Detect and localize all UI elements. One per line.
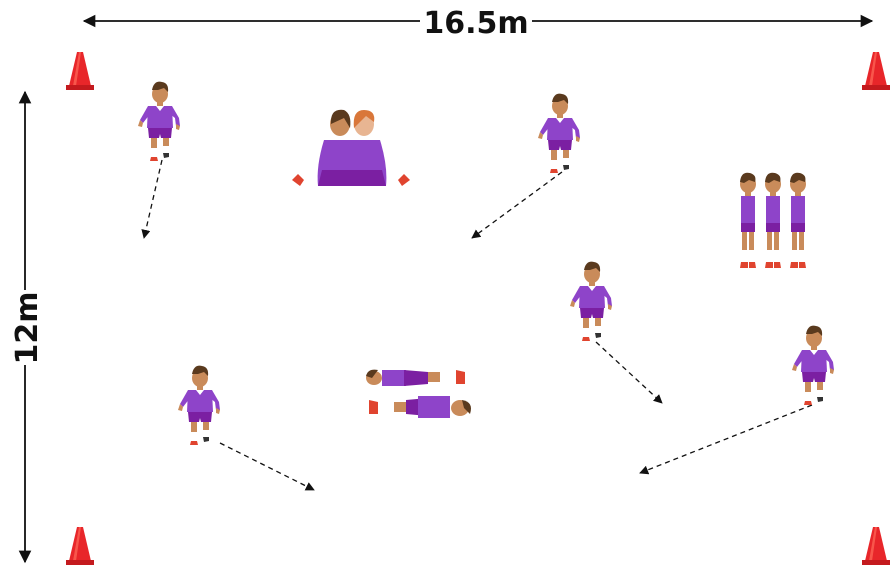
player-icon xyxy=(765,172,781,268)
player-icon xyxy=(790,172,806,268)
run-arrow xyxy=(595,341,663,404)
cone-icon xyxy=(66,527,94,565)
height-label: 12m xyxy=(10,291,45,364)
lying-player-bottom xyxy=(369,396,471,418)
run-arrow xyxy=(471,171,563,239)
movement-arrows xyxy=(141,159,813,491)
cone-icon xyxy=(66,52,94,90)
seated-pair xyxy=(292,109,410,188)
run-arrow xyxy=(219,442,315,491)
width-label: 16.5m xyxy=(423,6,528,41)
height-dimension: 12m xyxy=(10,90,45,564)
cone-icon xyxy=(862,52,890,90)
run-arrow xyxy=(639,404,813,475)
player-queue xyxy=(740,172,806,268)
player-icon xyxy=(740,172,756,268)
cone-icon xyxy=(862,527,890,565)
width-dimension: 16.5m xyxy=(82,6,874,41)
lying-player-top xyxy=(366,369,465,386)
player-icon xyxy=(138,81,180,161)
run-arrow xyxy=(141,159,163,239)
player-icon xyxy=(538,93,580,173)
player-icon xyxy=(570,261,612,341)
player-icon xyxy=(178,365,220,445)
player-icon xyxy=(792,325,834,405)
